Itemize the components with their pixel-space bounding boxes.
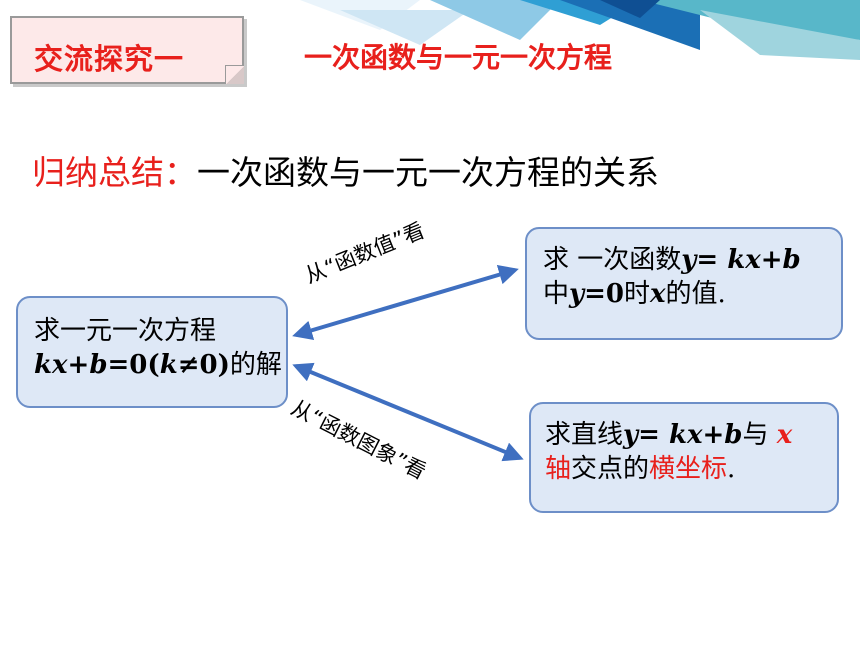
arrow-top (292, 264, 519, 341)
function-value-line2: 中y=0时x的值. (543, 279, 726, 309)
function-value-line1: 求 一次函数y= kx+b (543, 245, 801, 275)
function-graph-line1: 求直线y= kx+b与 x (545, 420, 793, 450)
page-title: 一次函数与一元一次方程 (304, 41, 613, 74)
function-graph-line2: 轴交点的横坐标. (545, 454, 736, 484)
equation-box-line1: 求一元一次方程 (34, 316, 217, 346)
section-tag: 交流探究一 (10, 16, 244, 84)
summary-text: 一次函数与一元一次方程的关系 (197, 153, 659, 192)
header-decoration (300, 0, 860, 60)
function-graph-box: 求直线y= kx+b与 x 轴交点的横坐标. (529, 402, 839, 513)
summary-prefix: 归纳总结： (32, 153, 197, 192)
summary-heading: 归纳总结：一次函数与一元一次方程的关系 (32, 146, 659, 194)
tag-fold-corner (225, 65, 244, 84)
arrow-bottom (292, 362, 524, 462)
function-value-box: 求 一次函数y= kx+b 中y=0时x的值. (525, 227, 843, 340)
equation-box-line2: kx+b=0(k≠0)的解 (34, 350, 282, 380)
equation-box: 求一元一次方程 kx+b=0(k≠0)的解 (16, 296, 288, 408)
section-tag-label: 交流探究一 (34, 42, 185, 76)
